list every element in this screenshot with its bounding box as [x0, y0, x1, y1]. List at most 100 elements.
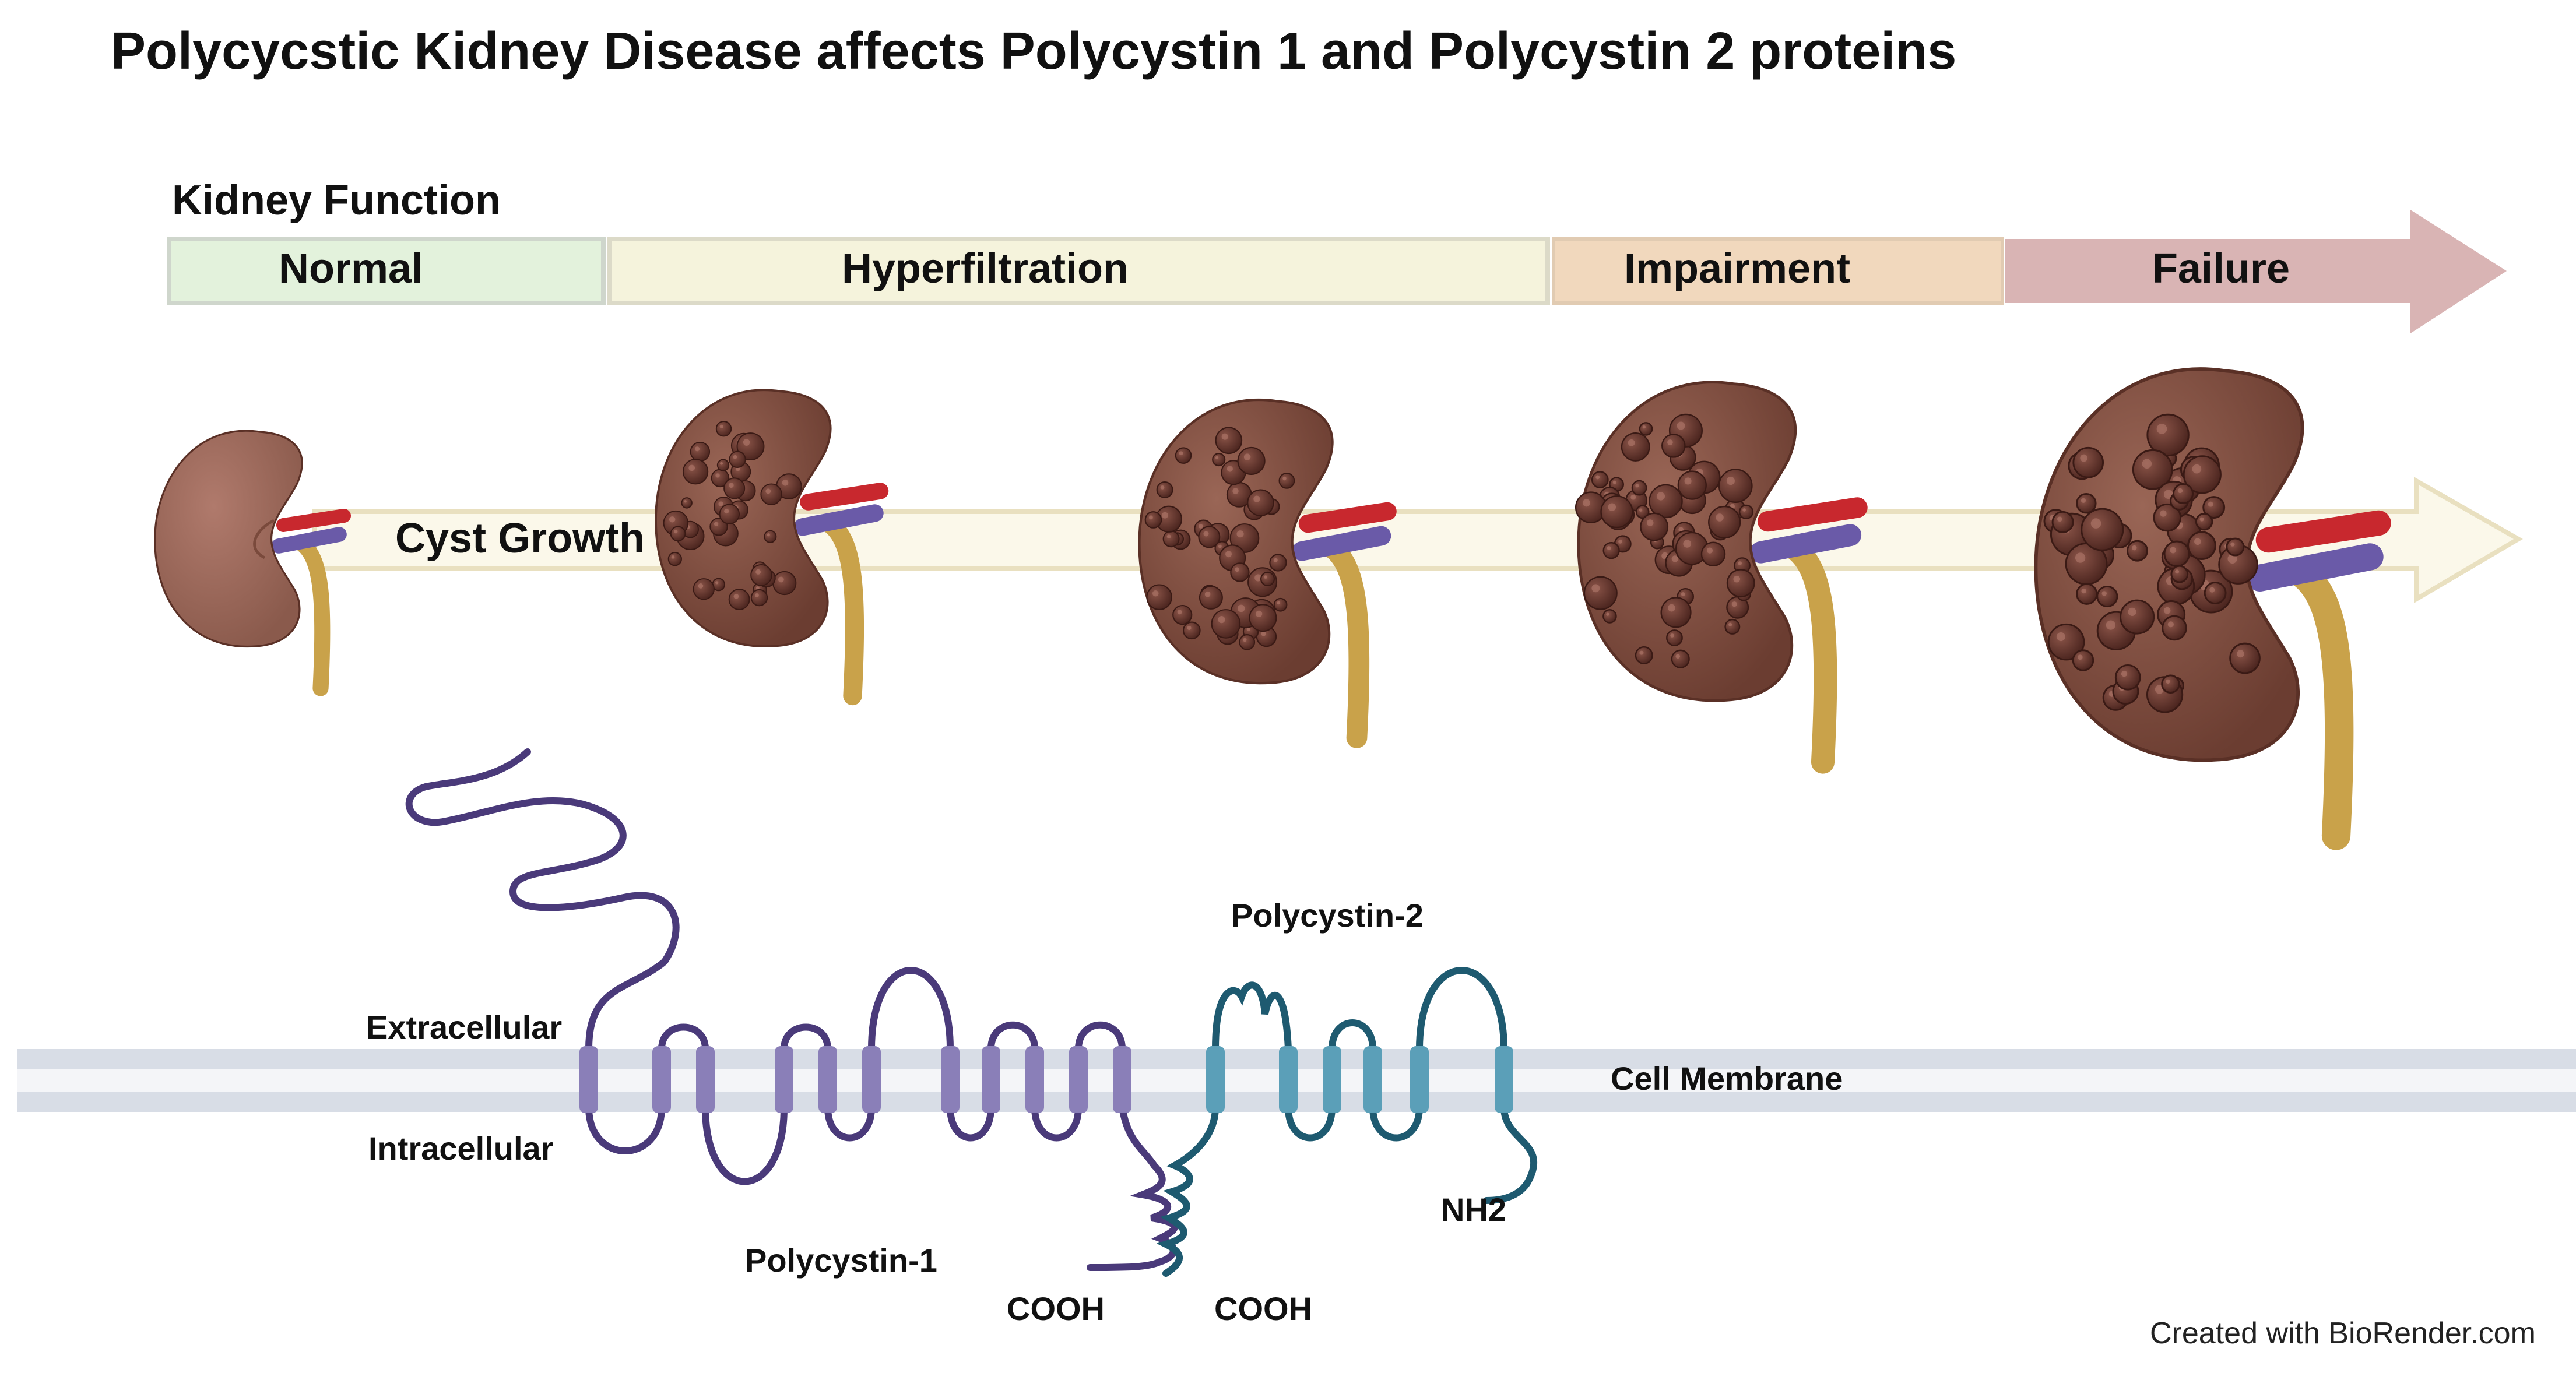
cyst: [1162, 530, 1180, 548]
cyst-highlight: [1646, 519, 1654, 526]
cyst-highlight: [1667, 439, 1673, 445]
polycystin-2-protein: [1156, 967, 1538, 1277]
cyst: [1215, 427, 1243, 455]
cyst-highlight: [2227, 554, 2237, 564]
cyst: [2153, 503, 2182, 532]
cyst-highlight: [1681, 592, 1685, 596]
cyst: [2146, 413, 2190, 457]
cyst-highlight: [2166, 679, 2170, 684]
cyst: [1635, 646, 1653, 664]
transmembrane-helix: [818, 1046, 837, 1113]
cyst-highlight: [1618, 539, 1623, 544]
cyst: [2096, 585, 2118, 608]
cyst-highlight: [1273, 558, 1278, 562]
cyst-highlight: [694, 446, 700, 452]
cyst-highlight: [1670, 633, 1674, 638]
cyst-highlight: [1166, 534, 1171, 539]
cyst: [2195, 512, 2213, 531]
stage-normal-bar: [167, 237, 606, 305]
stage-hyperfiltration-label: Hyperfiltration: [842, 245, 1129, 292]
polycystin-1-label: Polycystin-1: [745, 1242, 937, 1279]
cyst: [2170, 565, 2189, 583]
pc2-cooh-label: COOH: [1214, 1290, 1312, 1327]
renal-artery: [800, 483, 889, 511]
cyst: [764, 530, 777, 543]
cyst: [1631, 480, 1647, 496]
cyst-highlight: [1221, 433, 1228, 440]
cyst: [1708, 505, 1741, 539]
cyst: [1144, 511, 1162, 529]
cyst: [719, 504, 740, 524]
cyst: [2187, 531, 2216, 561]
cyst: [1661, 434, 1686, 458]
transmembrane-helix: [652, 1046, 671, 1113]
cyst-highlight: [1668, 604, 1675, 612]
transmembrane-helix: [1025, 1046, 1044, 1113]
transmembrane-helix: [775, 1046, 793, 1113]
cyst-highlight: [1187, 625, 1192, 631]
cyst-highlight: [2194, 538, 2201, 545]
cyst-highlight: [2237, 650, 2244, 658]
cyst: [2120, 599, 2155, 635]
kidney-impairment: [1575, 381, 1868, 774]
cyst: [1671, 649, 1690, 668]
cyst-highlight: [1227, 466, 1233, 472]
cyst-highlight: [2057, 516, 2062, 522]
polycystin-1-protein: [405, 748, 1178, 1271]
cyst: [2162, 615, 2187, 641]
cyst-highlight: [1282, 476, 1287, 481]
cyst-highlight: [2209, 587, 2215, 593]
renal-artery: [1298, 502, 1397, 533]
cyst-highlight: [1683, 540, 1692, 548]
cyst-highlight: [1738, 561, 1742, 565]
cyst: [2127, 540, 2148, 562]
cyst-highlight: [1656, 492, 1665, 501]
cyst: [1198, 526, 1221, 548]
cyst: [2132, 449, 2173, 490]
cyst: [667, 552, 682, 566]
cyst-highlight: [2142, 459, 2152, 469]
cyst-highlight: [2199, 517, 2204, 522]
cyst-highlight: [1639, 650, 1644, 655]
cyst: [1724, 618, 1741, 635]
ureter: [1322, 537, 1370, 748]
cyst-highlight: [2160, 510, 2167, 517]
cyst: [1260, 571, 1275, 586]
cyst: [681, 497, 693, 509]
transmembrane-helix: [1495, 1046, 1513, 1113]
stage-impairment-bar: [1552, 237, 2004, 305]
biorender-credit: Created with BioRender.com: [2150, 1316, 2536, 1350]
cyst-highlight: [1612, 480, 1616, 484]
cyst: [2183, 455, 2222, 494]
cyst-highlight: [1243, 638, 1247, 642]
cyst: [1273, 597, 1288, 612]
cyst-highlight: [1243, 453, 1251, 460]
cyst-highlight: [1177, 610, 1182, 615]
cyst: [2072, 446, 2104, 478]
cyst-highlight: [756, 586, 760, 590]
cyst: [1249, 604, 1277, 632]
cyst: [1660, 597, 1692, 628]
cyst: [1156, 481, 1173, 498]
cyst-highlight: [1706, 547, 1713, 554]
cyst: [729, 450, 746, 468]
cyst: [690, 441, 711, 462]
cyst: [2081, 508, 2124, 551]
cyst-highlight: [669, 516, 676, 523]
cyst-highlight: [1630, 494, 1636, 500]
stage-normal-label: Normal: [279, 245, 423, 292]
cyst-highlight: [1606, 612, 1609, 616]
cyst-highlight: [1254, 574, 1262, 582]
renal-vein: [271, 527, 347, 554]
transmembrane-helix: [1113, 1046, 1131, 1113]
kidney-hyperfiltration: [1138, 399, 1397, 748]
polycystin-2-label: Polycystin-2: [1231, 897, 1424, 934]
cyst: [1172, 604, 1193, 625]
cyst: [750, 564, 772, 586]
cyst: [2202, 496, 2226, 519]
cyst-highlight: [720, 462, 723, 465]
ureter: [821, 515, 864, 706]
cyst: [2076, 583, 2098, 605]
polycystin-1-helices: [579, 1046, 1131, 1113]
transmembrane-helix: [696, 1046, 715, 1113]
